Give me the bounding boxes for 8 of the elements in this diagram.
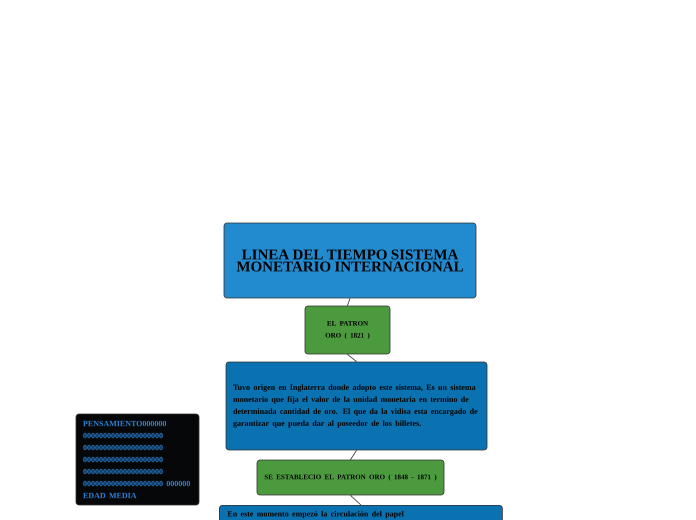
note-box: PENSAMIENTO000000 00000000000000000000 00000000000000000000 00000000000000000000 00000000000000000000 00000000000000000000 000000 EDAD MEDIA [76, 414, 200, 506]
title-box: LINEA DEL TIEMPO SISTEMA MONETARIO INTERNACIONAL [224, 222, 476, 298]
description-box: Tuvo origen en Inglaterra donde adopto este sistema, Es un sistema monetario que fija el valor de la unidad monetaria en termino de determinada cantidad de oro. El que da la vidisa esta encargado de garantizar que pueda dar al poseedor de los billetes. [226, 362, 488, 450]
connector-line [347, 354, 357, 362]
description-box: En este momento empezó la circulación del papel [219, 505, 503, 520]
connector-line [350, 450, 357, 460]
connector-line [350, 495, 362, 506]
connector-line [347, 298, 350, 306]
